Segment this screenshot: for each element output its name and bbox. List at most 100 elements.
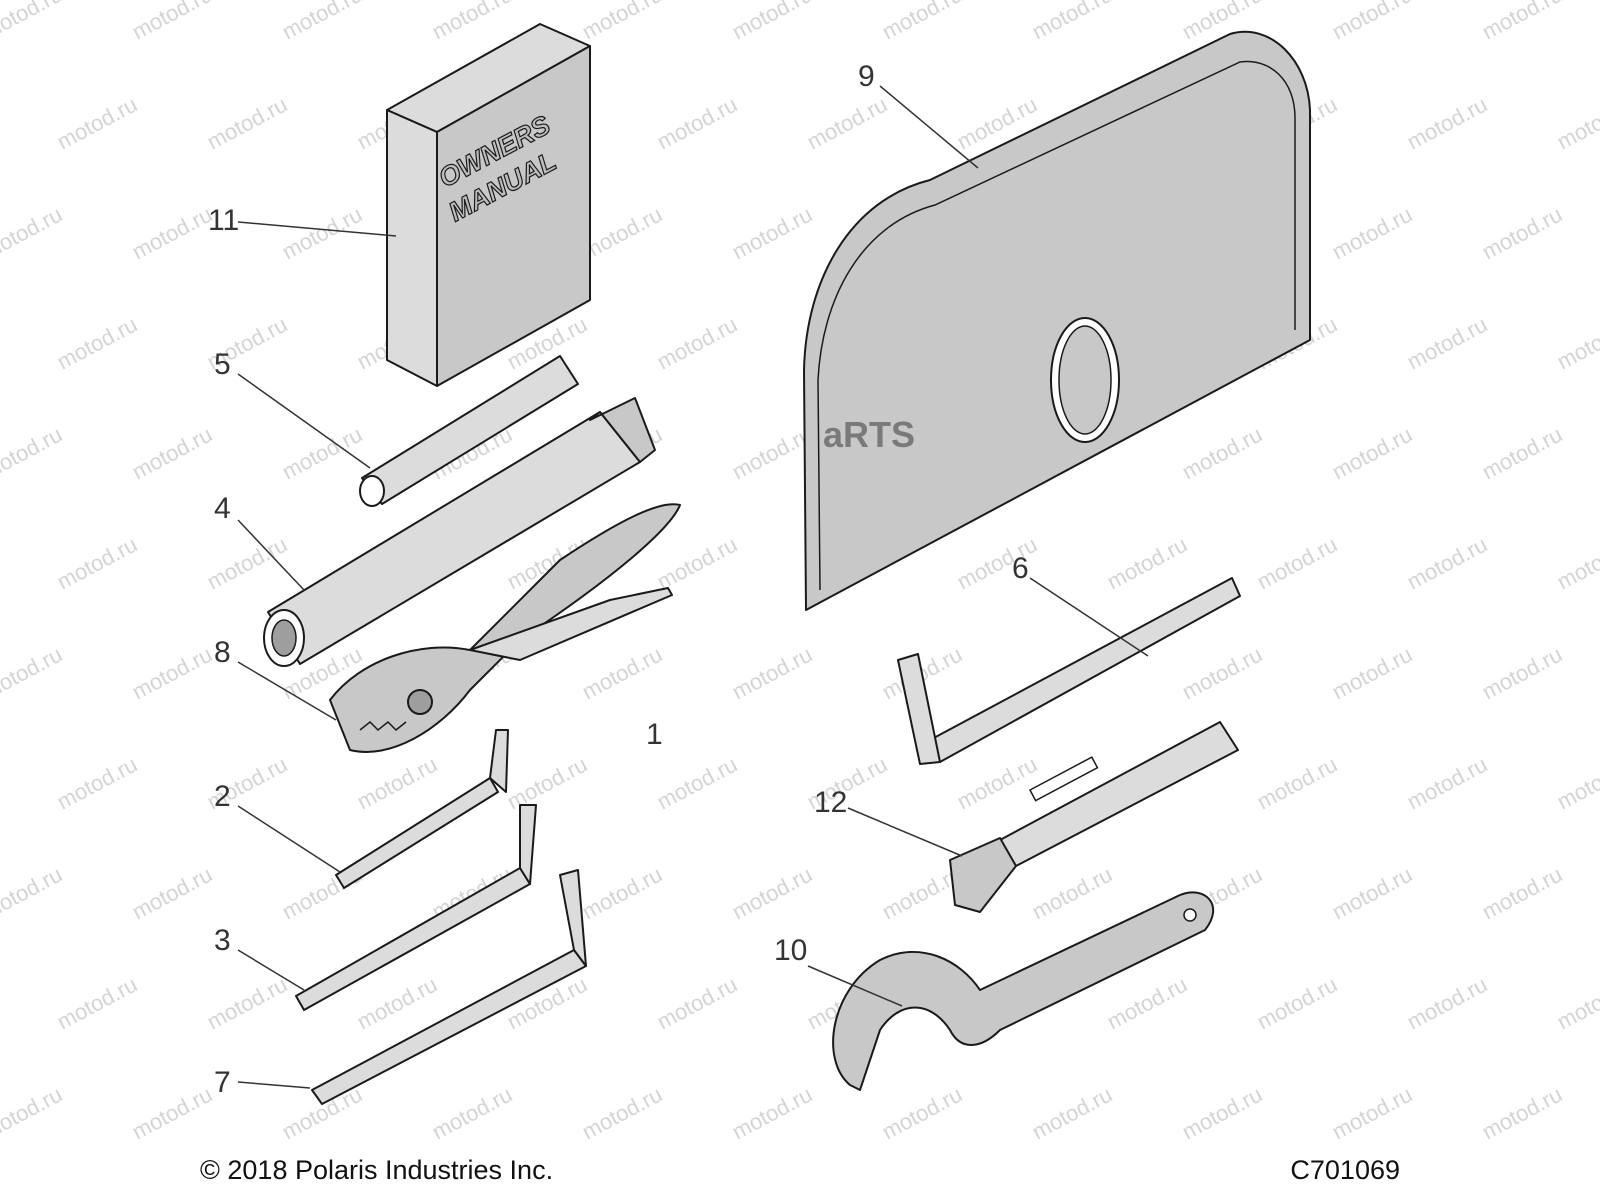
diagram-code: C701069 [1290,1155,1400,1185]
watermark-text: motod.ru [1103,532,1191,595]
hex-key-part [897,577,1241,765]
watermark-text: motod.ru [353,752,441,815]
watermark-text: motod.ru [578,0,666,44]
callout-3: 3 [214,924,231,957]
copyright-notice: © 2018 Polaris Industries Inc. [200,1155,554,1185]
callout-11: 11 [208,204,239,237]
watermark-text: motod.ru [728,862,816,925]
callout-10: 10 [774,934,807,967]
watermark-text: motod.ru [1478,862,1566,925]
watermark-text: motod.ru [1403,92,1491,155]
watermark-text: motod.ru [53,92,141,155]
watermark-text: motod.ru [1253,752,1341,815]
watermark-text: motod.ru [1403,532,1491,595]
watermark-text: motod.ru [653,972,741,1035]
watermark-text: motod.ru [503,752,591,815]
watermark-text: motod.ru [1253,532,1341,595]
watermark-text: motod.ru [1553,752,1600,815]
torx-key-medium-part [295,804,537,1011]
watermark-text: motod.ru [1328,422,1416,485]
callout-7: 7 [214,1066,231,1099]
tube-wrench-small-part [359,355,579,507]
watermark-text: motod.ru [578,202,666,265]
watermark-text: motod.ru [1553,532,1600,595]
watermark-text: motod.ru [1403,972,1491,1035]
watermark-text: motod.ru [1328,1082,1416,1145]
callout-12: 12 [814,786,847,819]
watermark-text: motod.ru [0,202,66,265]
callout-9: 9 [858,60,875,93]
watermark-text: motod.ru [1178,422,1266,485]
watermark-text: motod.ru [1028,0,1116,44]
watermark-text: motod.ru [1178,642,1266,705]
watermark-text: motod.ru [1028,862,1116,925]
watermark-text: motod.ru [953,752,1041,815]
watermark-text: motod.ru [1028,1082,1116,1145]
callout-1: 1 [646,718,663,751]
watermark-text: motod.ru [353,972,441,1035]
watermark-text: motod.ru [1478,1082,1566,1145]
watermark-text: motod.ru [1553,312,1600,375]
callout-8: 8 [214,636,231,669]
watermark-text: motod.ru [128,422,216,485]
watermark-text: motod.ru [653,752,741,815]
spark-plug-socket-part [263,397,656,667]
watermark-pattern: motod.ru motod.ru motod.ru motod.ru motod.ru… [0,0,1600,1144]
watermark-text: motod.ru [1178,1082,1266,1145]
watermark-text: motod.ru [1478,202,1566,265]
leader-lines [237,85,1149,1089]
watermark-text: motod.ru [428,0,516,44]
mat-logo-text: aRTS [823,414,915,455]
watermark-text: motod.ru [1103,972,1191,1035]
callout-5: 5 [214,348,231,381]
watermark-text: motod.ru [728,642,816,705]
pliers-part [329,503,681,753]
callout-2: 2 [214,780,231,813]
watermark-text: motod.ru [1553,972,1600,1035]
watermark-text: motod.ru [1253,972,1341,1035]
watermark-text: motod.ru [128,202,216,265]
callout-6: 6 [1012,552,1029,585]
watermark-text: motod.ru [1478,422,1566,485]
watermark-text: motod.ru [278,422,366,485]
watermark-text: motod.ru [728,1082,816,1145]
watermark-text: motod.ru [1478,642,1566,705]
callout-4: 4 [214,492,231,525]
watermark-text: motod.ru [803,92,891,155]
watermark-text: motod.ru [0,422,66,485]
watermark-text: motod.ru [128,1082,216,1145]
owners-manual-part: OWNERS MANUAL [386,23,591,387]
callout-labels: 11 5 4 8 1 2 3 7 9 6 12 10 [208,60,1029,1099]
watermark-text: motod.ru [128,642,216,705]
tire-gauge-part [949,721,1239,913]
watermark-text: motod.ru [728,202,816,265]
watermark-text: motod.ru [1403,312,1491,375]
watermark-text: motod.ru [0,0,66,44]
watermark-text: motod.ru [728,0,816,44]
spanner-wrench-part [832,891,1215,1091]
watermark-text: motod.ru [278,202,366,265]
watermark-text: motod.ru [53,532,141,595]
watermark-text: motod.ru [578,642,666,705]
watermark-text: motod.ru [578,862,666,925]
watermark-text: motod.ru [128,862,216,925]
watermark-text: motod.ru [1328,862,1416,925]
watermark-text: motod.ru [53,312,141,375]
watermark-text: motod.ru [878,1082,966,1145]
watermark-text: motod.ru [128,0,216,44]
watermark-text: motod.ru [1328,202,1416,265]
watermark-text: motod.ru [53,972,141,1035]
watermark-text: motod.ru [203,92,291,155]
watermark-text: motod.ru [278,0,366,44]
watermark-text: motod.ru [653,312,741,375]
watermark-text: motod.ru [0,642,66,705]
torx-key-short-part [335,729,509,889]
torx-key-long-part [311,869,587,1105]
watermark-text: motod.ru [653,532,741,595]
watermark-text: motod.ru [578,1082,666,1145]
watermark-text: motod.ru [1478,0,1566,44]
watermark-text: motod.ru [728,422,816,485]
watermark-text: motod.ru [1328,642,1416,705]
watermark-text: motod.ru [0,1082,66,1145]
